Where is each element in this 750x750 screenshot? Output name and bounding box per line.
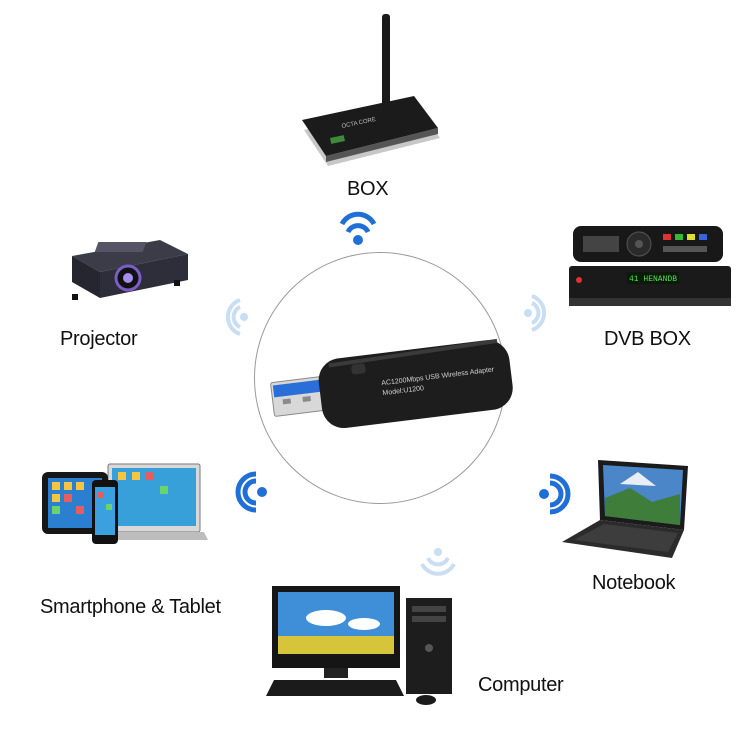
wifi-signal-icon [339, 211, 377, 245]
label-box: BOX [347, 178, 389, 200]
label-computer: Computer [478, 674, 564, 696]
wifi-signal-icon [524, 294, 547, 332]
desktop-computer-device [266, 586, 452, 705]
laptop-device [562, 460, 688, 558]
label-projector: Projector [60, 328, 138, 350]
label-notebook: Notebook [592, 572, 676, 594]
wifi-signal-icon [225, 298, 248, 336]
tablet-phone-device [42, 463, 208, 544]
wifi-signal-icon [420, 548, 456, 576]
dvb-display-text: 41 HENANDB [629, 275, 677, 284]
label-dvb-box: DVB BOX [604, 328, 691, 350]
wifi-signal-icon [539, 473, 571, 515]
wifi-signal-icon [235, 471, 267, 513]
label-smartphone-tablet: Smartphone & Tablet [40, 596, 221, 618]
router-device: OCTA CORE [302, 14, 440, 166]
set-top-box-device: 41 HENANDB [569, 226, 731, 306]
projector-device [72, 240, 188, 300]
usb-adapter-device: AC1200Mbps USB Wireless Adapter Model:U1… [270, 338, 513, 429]
